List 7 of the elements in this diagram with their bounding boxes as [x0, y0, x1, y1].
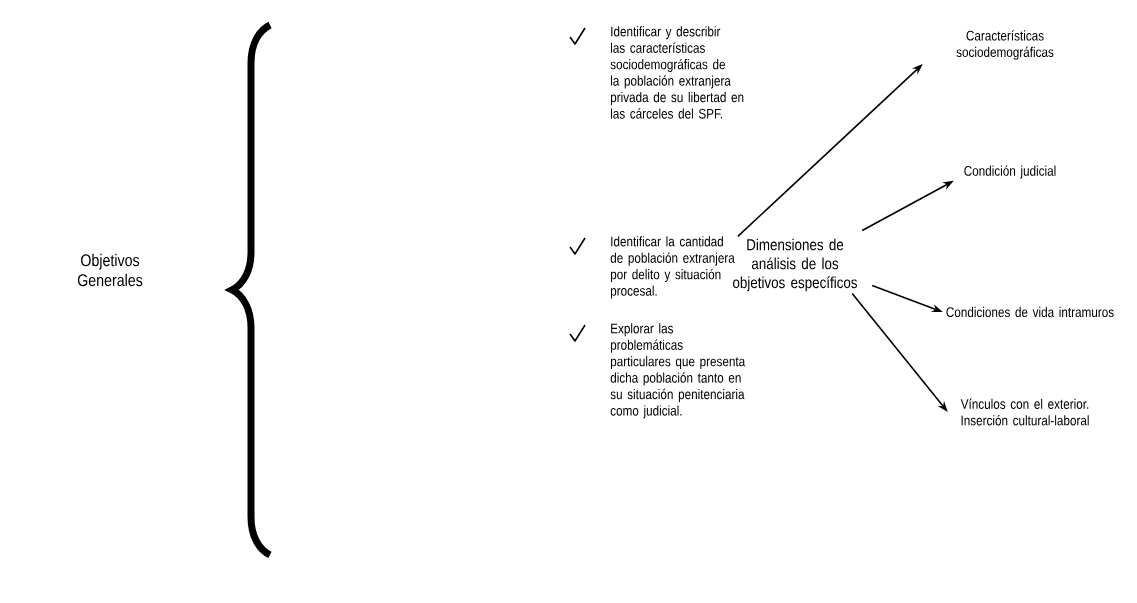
dimension-text: Condiciones de vida intramuros — [946, 306, 1114, 318]
heading: Objetivos Generales — [77, 253, 143, 287]
dimension-text: Vínculos con el exterior. Inserción cultural-laboral — [960, 398, 1089, 426]
objective-text: Identificar y describir las características sociodemográficas de la población extranjera privada de su libertad en las cárceles del SPF. — [610, 26, 744, 119]
dimension-text: Características sociodemográficas — [956, 30, 1054, 60]
objective-text: Explorar las problemáticas particulares que presenta dicha población tanto en su situación penitenciaria como judicial. — [610, 323, 746, 419]
dimension-text: Condición judicial — [964, 165, 1056, 179]
